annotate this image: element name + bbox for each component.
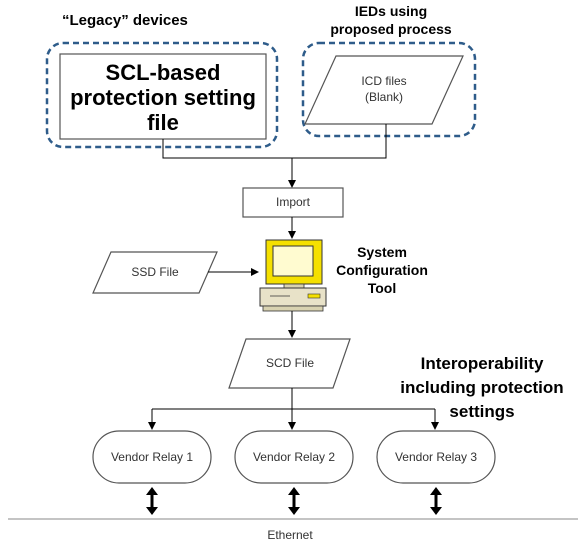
sct-label-line2: Configuration (336, 262, 428, 278)
relay1-ethernet-arrow (146, 487, 158, 515)
icd-files-shape (304, 55, 464, 125)
computer-icon (259, 239, 327, 312)
ieds-header-line2: proposed process (330, 21, 452, 37)
relay2-box (234, 430, 354, 484)
relay1-box (92, 430, 212, 484)
scl-file-line2: protection setting (70, 85, 256, 110)
ethernet-label: Ethernet (267, 528, 313, 542)
import-box (242, 187, 344, 218)
legacy-devices-header: “Legacy” devices (62, 12, 188, 29)
relay2-ethernet-arrow (288, 487, 300, 515)
sct-label-line3: Tool (367, 280, 397, 296)
ssd-file-shape (92, 251, 218, 294)
interoperability-line1: Interoperability (420, 354, 544, 373)
scl-file-line3: file (147, 110, 179, 135)
interoperability-line2: including protection (400, 378, 564, 397)
interoperability-line3: settings (449, 402, 515, 421)
icd-files-label-line2: (Blank) (364, 90, 403, 104)
sct-label-line1: System (357, 244, 407, 260)
relay3-box (376, 430, 496, 484)
scd-file-label: SCD File (265, 356, 314, 370)
scl-file-line1: SCL-based (105, 60, 221, 85)
ieds-group-border (301, 41, 477, 138)
scl-connector (162, 139, 292, 159)
vendor-relay-3-label: Vendor Relay 3 (394, 450, 478, 464)
ssd-file-label: SSD File (131, 265, 179, 279)
vendor-relay-2-label: Vendor Relay 2 (252, 450, 336, 464)
scd-file-shape (228, 338, 351, 389)
ieds-header-line1: IEDs using (354, 3, 428, 19)
relay3-ethernet-arrow (430, 487, 442, 515)
import-label: Import (275, 195, 310, 209)
icd-files-label-line1: ICD files (361, 74, 407, 88)
icd-connector (292, 124, 387, 159)
vendor-relay-1-label: Vendor Relay 1 (110, 450, 194, 464)
